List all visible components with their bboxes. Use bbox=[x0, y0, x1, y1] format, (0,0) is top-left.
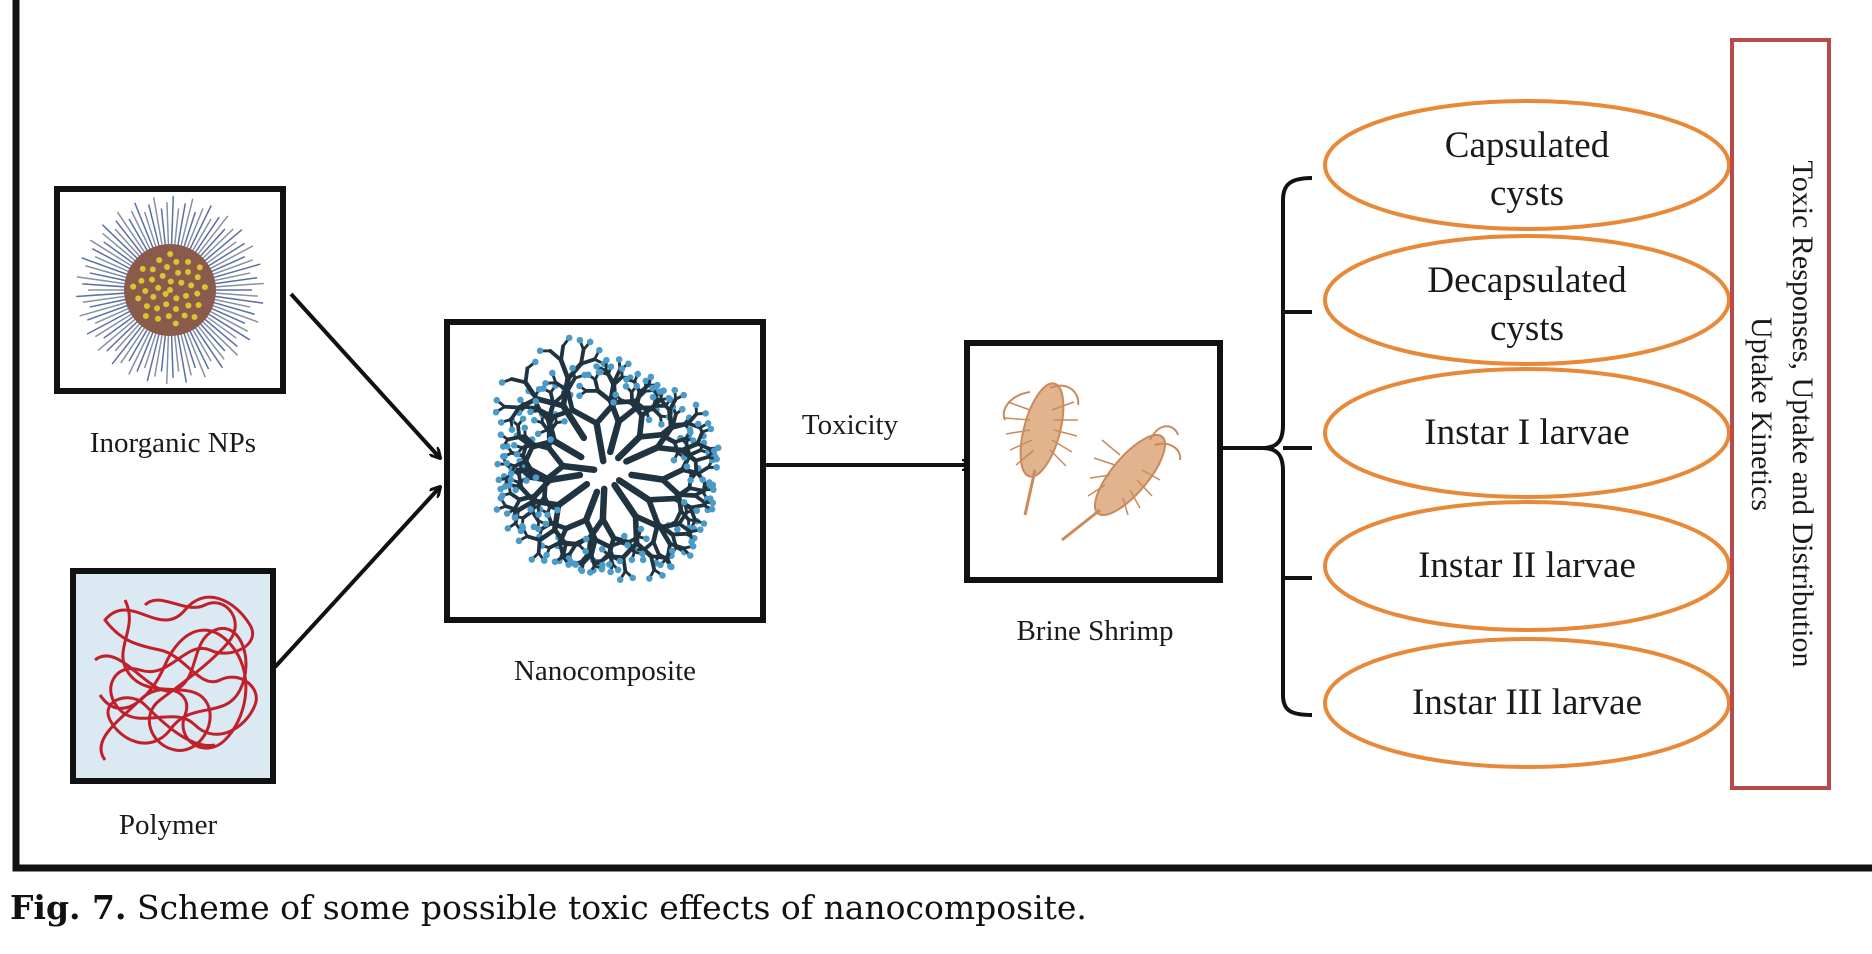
side-box-line-1: Toxic Responses, Uptake and Distribution bbox=[1786, 161, 1819, 668]
stage-label-line-1: Capsulated bbox=[1445, 125, 1610, 166]
brine-shrimp-image bbox=[1002, 382, 1182, 542]
stage-4: Instar II larvae bbox=[1323, 500, 1731, 632]
inorganic-nps-node: Inorganic NPs bbox=[54, 186, 286, 459]
stage-label-line-1: Decapsulated bbox=[1427, 260, 1627, 301]
toxic-responses-box: Toxic Responses, Uptake and Distribution… bbox=[1730, 38, 1831, 790]
nanocomposite-label: Nanocomposite bbox=[514, 655, 696, 687]
polymer-chain-image bbox=[94, 595, 258, 761]
stage-ellipse bbox=[1323, 99, 1731, 231]
brine-shrimp-node: Brine Shrimp bbox=[964, 340, 1223, 647]
stage-ellipse bbox=[1323, 367, 1731, 499]
arrow-polymer-to-nanocomposite bbox=[273, 487, 440, 669]
nanoparticle-image bbox=[76, 196, 264, 384]
stage-2: Decapsulated cysts bbox=[1323, 234, 1731, 366]
stage-label-line-2: cysts bbox=[1490, 308, 1564, 349]
bracket-ticks bbox=[1283, 310, 1312, 580]
stage-label-line-1: Instar II larvae bbox=[1418, 545, 1636, 586]
stage-label-line-2: cysts bbox=[1490, 173, 1564, 214]
stage-ellipse bbox=[1323, 234, 1731, 366]
inorganic-nps-label: Inorganic NPs bbox=[90, 427, 256, 459]
stage-ellipse bbox=[1323, 637, 1731, 769]
stage-label-line-1: Instar III larvae bbox=[1412, 682, 1642, 723]
stage-label-line-1: Instar I larvae bbox=[1424, 412, 1629, 453]
polymer-label: Polymer bbox=[119, 809, 218, 841]
side-box-line-2: Uptake Kinetics bbox=[1745, 317, 1778, 511]
figure-frame bbox=[12, 0, 1872, 872]
nanocomposite-image bbox=[492, 334, 722, 583]
polymer-node: Polymer bbox=[70, 568, 276, 841]
stage-bracket bbox=[1261, 176, 1313, 717]
arrow-nps-to-nanocomposite bbox=[289, 292, 440, 458]
toxicity-label: Toxicity bbox=[802, 409, 899, 441]
stage-3: Instar I larvae bbox=[1323, 367, 1731, 499]
stage-ellipse bbox=[1323, 500, 1731, 632]
caption-prefix: Fig. 7. bbox=[10, 888, 127, 927]
stage-1: Capsulated cysts bbox=[1323, 99, 1731, 231]
nanocomposite-node: Nanocomposite bbox=[444, 319, 766, 687]
figure-caption: Fig. 7. Scheme of some possible toxic ef… bbox=[10, 888, 1087, 927]
brine-shrimp-label: Brine Shrimp bbox=[1016, 615, 1173, 647]
caption-text: Scheme of some possible toxic effects of… bbox=[126, 888, 1087, 927]
stage-5: Instar III larvae bbox=[1323, 637, 1731, 769]
